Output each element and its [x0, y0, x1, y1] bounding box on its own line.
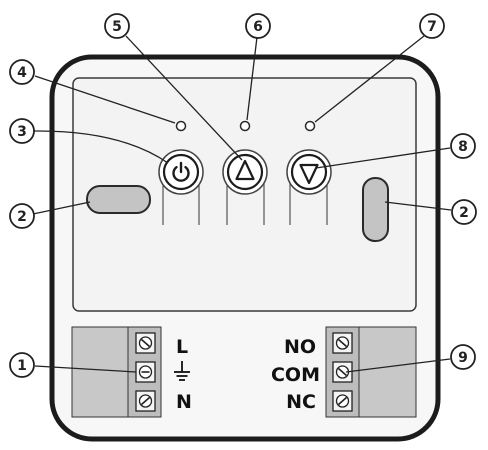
callout-2-right: 2 [451, 199, 477, 225]
callout-1: 1 [9, 352, 35, 378]
terminal-label-com: COM [271, 364, 320, 386]
ground-icon [174, 361, 190, 381]
svg-text:6: 6 [253, 19, 263, 35]
led-left [175, 120, 187, 132]
leader-lines [32, 35, 452, 373]
svg-text:4: 4 [17, 65, 27, 81]
svg-text:2: 2 [459, 205, 469, 221]
power-icon [172, 161, 190, 182]
svg-text:2: 2 [17, 209, 27, 225]
left-slot [86, 185, 151, 214]
svg-text:3: 3 [17, 124, 27, 140]
callout-4: 4 [9, 59, 35, 85]
right-terminal-block [325, 326, 417, 418]
callout-3: 3 [9, 118, 35, 144]
terminal-label-nc: NC [286, 391, 316, 413]
callout-5: 5 [104, 13, 130, 39]
left-screw-3 [135, 390, 156, 412]
led-right [304, 120, 316, 132]
left-screw-1 [135, 332, 156, 354]
svg-text:5: 5 [112, 19, 122, 35]
led-center [239, 120, 251, 132]
terminal-label-l: L [176, 336, 188, 358]
terminal-label-n: N [176, 391, 192, 413]
triangle-up-icon [235, 159, 255, 181]
svg-text:9: 9 [458, 350, 468, 366]
power-button[interactable] [158, 149, 204, 195]
terminal-label-no: NO [284, 336, 316, 358]
up-button[interactable] [222, 149, 268, 195]
right-screw-1 [332, 332, 353, 354]
svg-text:8: 8 [458, 139, 468, 155]
callout-7: 7 [419, 13, 445, 39]
right-slot [362, 177, 389, 242]
svg-text:7: 7 [427, 19, 437, 35]
callout-6: 6 [245, 13, 271, 39]
left-terminal-block [71, 326, 162, 418]
left-screw-2 [135, 361, 156, 383]
right-screw-2 [332, 361, 353, 383]
down-button[interactable] [286, 149, 332, 195]
callout-8: 8 [450, 133, 476, 159]
right-screw-3 [332, 390, 353, 412]
svg-text:1: 1 [17, 358, 27, 374]
callout-9: 9 [450, 344, 476, 370]
callout-2-left: 2 [9, 203, 35, 229]
triangle-down-icon [299, 163, 319, 185]
